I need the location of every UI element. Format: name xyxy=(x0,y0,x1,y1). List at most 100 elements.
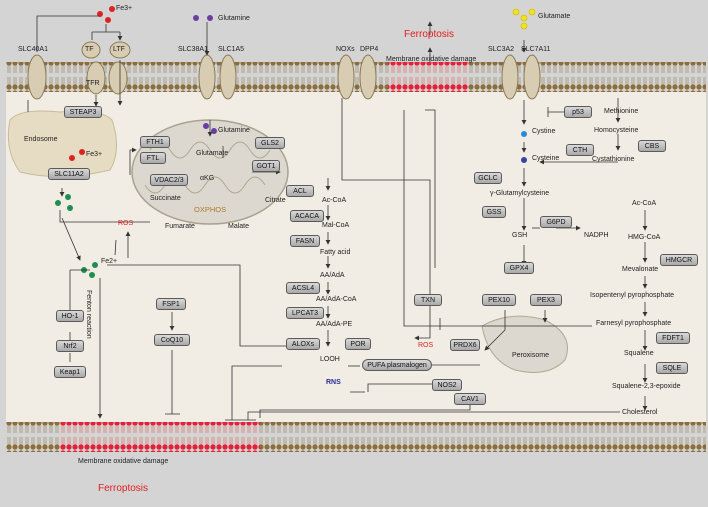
fsp1-box: FSP1 xyxy=(156,298,186,310)
glutamate-in-label: Glutamate xyxy=(196,150,229,157)
succinate-label: Succinate xyxy=(150,195,181,202)
slc38a1-channel xyxy=(198,54,216,100)
gsh-label: GSH xyxy=(512,232,528,239)
fth1-box: FTH1 xyxy=(140,136,170,148)
dpp4-label: DPP4 xyxy=(360,46,379,53)
slc11a2-box: SLC11A2 xyxy=(48,168,90,180)
slc1a5-channel xyxy=(219,54,237,100)
aa-ada-label: AA/AdA xyxy=(320,272,345,279)
ftl-box: FTL xyxy=(140,152,166,164)
citrate-label: Citrate xyxy=(265,197,286,204)
acaca-box: ACACA xyxy=(290,210,324,222)
pathway-edges xyxy=(27,15,648,421)
endosome xyxy=(7,110,117,177)
glutamate-top-label: Glutamate xyxy=(538,13,571,20)
slc38a1-label: SLC38A1 xyxy=(178,46,208,53)
peroxisome xyxy=(481,315,568,373)
sqle-box: SQLE xyxy=(656,362,688,374)
nos2-box: NOS2 xyxy=(432,379,462,391)
homocysteine-label: Homocysteine xyxy=(594,127,639,134)
gclc-box: GCLC xyxy=(474,172,502,184)
membrane-damage-bottom-label: Membrane oxidative damage xyxy=(78,458,169,465)
glutamate-particles xyxy=(512,8,536,30)
cholesterol-label: Cholesterol xyxy=(622,409,658,416)
tfr-receptor-2 xyxy=(108,61,128,95)
akg-label: αKG xyxy=(200,175,215,182)
gss-box: GSS xyxy=(482,206,506,218)
steap3-box: STEAP3 xyxy=(64,106,102,118)
oxphos-label: OXPHOS xyxy=(194,205,227,214)
cbs-box: CBS xyxy=(638,140,666,152)
glutamine-particles xyxy=(193,15,217,134)
slc7a11-channel xyxy=(523,54,541,100)
coq10-box: CoQ10 xyxy=(154,334,190,346)
got1-box: GOT1 xyxy=(252,160,280,172)
cystine-dot xyxy=(521,131,527,137)
acoa2-label: Ac-CoA xyxy=(632,200,657,207)
looh-label: LOOH xyxy=(320,356,340,363)
hmgcoa-label: HMG-CoA xyxy=(628,234,661,241)
cysteine-label: Cysteine xyxy=(532,155,560,162)
membrane-damage-top-label: Membrane oxidative damage xyxy=(386,56,477,63)
aa-pe-label: AA/AdA-PE xyxy=(316,321,353,328)
rns-label: RNS xyxy=(326,379,341,386)
fe3-endosome-label: Fe3+ xyxy=(86,151,103,158)
fasn-box: FASN xyxy=(290,235,320,247)
gpx4-box: GPX4 xyxy=(504,262,534,274)
por-box: POR xyxy=(345,338,371,350)
acoa1-label: Ac-CoA xyxy=(322,197,347,204)
cav1-box: CAV1 xyxy=(454,393,486,405)
keap1-box: Keap1 xyxy=(54,366,86,378)
txn-box: TXN xyxy=(414,294,442,306)
g6pd-box: G6PD xyxy=(540,216,572,228)
slc3a2-channel xyxy=(501,54,519,100)
ros-mid-label: ROS xyxy=(118,220,134,227)
vdac-box: VDAC2/3 xyxy=(150,174,188,186)
nrf2-box: Nrf2 xyxy=(56,340,84,352)
fatty-acid-label: Fatty acid xyxy=(320,249,351,256)
malcoa-label: Mal-CoA xyxy=(322,222,350,229)
alox-box: ALOXs xyxy=(286,338,320,350)
cth-box: CTH xyxy=(566,144,594,156)
noxs-label: NOXs xyxy=(336,46,355,53)
dpp4-channel xyxy=(359,54,377,100)
pex3-box: PEX3 xyxy=(530,294,562,306)
ho1-box: HO-1 xyxy=(56,310,84,322)
tf-label: TF xyxy=(85,46,94,53)
glutamine-in-label: Glutamine xyxy=(218,127,250,134)
p53-box: p53 xyxy=(564,106,592,118)
fumarate-label: Fumarate xyxy=(165,223,195,230)
ferroptosis-top-label: Ferroptosis xyxy=(404,29,455,40)
tf-protein xyxy=(81,41,101,59)
fe3-top-label: Fe3+ xyxy=(116,5,133,12)
ros-right-label: ROS xyxy=(418,342,434,349)
sq-epox-label: Squalene-2,3-epoxide xyxy=(612,383,681,390)
slc40a1-channel xyxy=(27,54,47,100)
iron-fe3-particles xyxy=(69,6,115,161)
gglu-label: γ-Glutamylcysteine xyxy=(490,190,550,197)
noxs-channel xyxy=(337,54,355,100)
bottom-membrane-damage xyxy=(60,422,260,452)
slc1a5-label: SLC1A5 xyxy=(218,46,245,53)
cysteine-dot xyxy=(521,157,527,163)
fenton-reaction-label: Fenton reaction xyxy=(85,290,92,339)
pufa-box: PUFA plasmalogen xyxy=(362,359,432,371)
gls2-box: GLS2 xyxy=(255,137,285,149)
lpcat3-box: LPCAT3 xyxy=(286,307,324,319)
slc3a2-label: SLC3A2 xyxy=(488,46,515,53)
fe2-label: Fe2+ xyxy=(101,258,118,265)
acl-box: ACL xyxy=(286,185,314,197)
cystathionine-label: Cystathionine xyxy=(592,156,635,163)
acsl4-box: ACSL4 xyxy=(286,282,320,294)
pex10-box: PEX10 xyxy=(482,294,516,306)
mevalonate-label: Mevalonate xyxy=(622,266,659,273)
malate-label: Malate xyxy=(228,223,250,230)
top-membrane-damage xyxy=(388,62,468,92)
hmgcr-box: HMGCR xyxy=(660,254,698,266)
glutamine-top-label: Glutamine xyxy=(218,15,250,22)
ltf-label: LTF xyxy=(113,46,125,53)
slc7a11-label: SLC7A11 xyxy=(521,46,551,53)
ferroptosis-bottom-label: Ferroptosis xyxy=(98,483,149,494)
endosome-label: Endosome xyxy=(24,136,58,143)
